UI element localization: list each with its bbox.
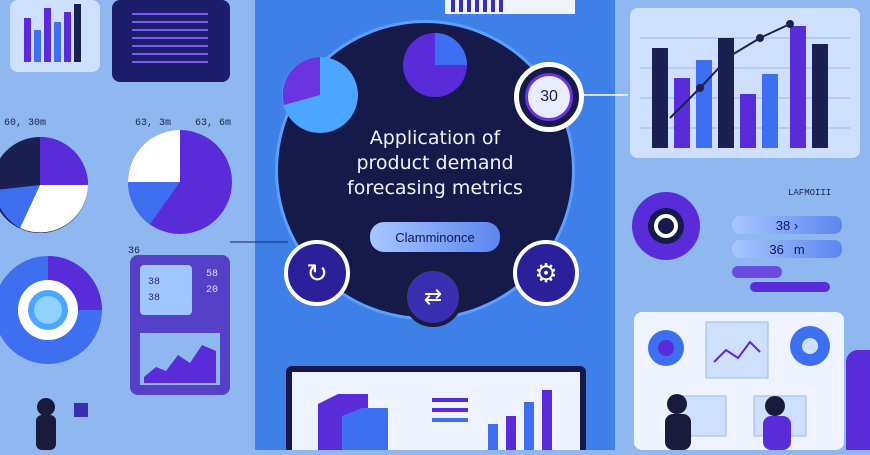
left-top-bar-chart [24,4,81,62]
person-left [36,398,88,450]
label-left-c: 63, 6m [195,118,232,129]
title-line-3: forecasing metrics [347,177,523,199]
top-bar-strip [445,0,575,14]
bottom-monitor [286,366,586,450]
value-node-top-right[interactable]: 30 [514,62,584,132]
right-bar-4 [750,282,830,292]
card-value-4: 20 [206,285,219,296]
gauge-icon [632,192,700,260]
refresh-icon: ↻ [306,257,328,288]
right-combo-chart [640,20,850,148]
right-top-chart-card [630,8,860,158]
left-donut-chart [0,256,102,364]
label-left-d: 36 [128,246,141,257]
connector-right [580,94,628,96]
right-bar-3 [732,266,782,278]
swap-arrows-icon: ⇄ [423,284,443,309]
label-left-a: 60, 30m [4,118,47,129]
pie-chart-icon [282,57,358,133]
people-right [665,394,791,450]
title-block: Application of product demand forecasing… [320,126,550,201]
right-edge-figure [846,350,870,450]
left-top-card [10,0,100,72]
center-pill-button[interactable]: Clamminonce [370,222,500,252]
right-panel-label: LAFMOIII [788,188,832,198]
gear-node[interactable]: ⚙ [513,240,579,306]
center-pie-chart [403,33,467,97]
left-top-dark-card [112,0,230,82]
card-value-2: 38 [148,293,161,304]
card-line-chart [140,333,220,385]
card-value-3: 58 [206,269,219,280]
value-node-text: 30 [540,88,558,105]
refresh-node[interactable]: ↻ [284,240,350,306]
connector-left [230,241,288,243]
right-bar-2: 36 m [732,240,842,258]
title-line-1: Application of [369,127,501,149]
monitor-bar-chart [318,390,552,450]
value-node-inner: 30 [525,73,573,121]
label-left-b: 63, 3m [135,118,172,129]
top-strip-bars [451,0,503,12]
swap-node[interactable]: ⇄ [403,267,463,327]
stripes-chart [132,13,208,63]
card-value-1: 38 [148,277,161,288]
gear-icon: ⚙ [534,257,558,288]
right-bar-1-value: 38 › [775,217,799,233]
right-bar-2-unit: m [793,241,805,257]
title-line-2: product demand [356,152,514,174]
left-pie-charts [0,130,232,234]
right-bar-2-value: 36 [769,241,784,257]
left-data-card: 38 38 58 20 [130,255,230,395]
right-bar-1: 38 › [732,216,842,234]
